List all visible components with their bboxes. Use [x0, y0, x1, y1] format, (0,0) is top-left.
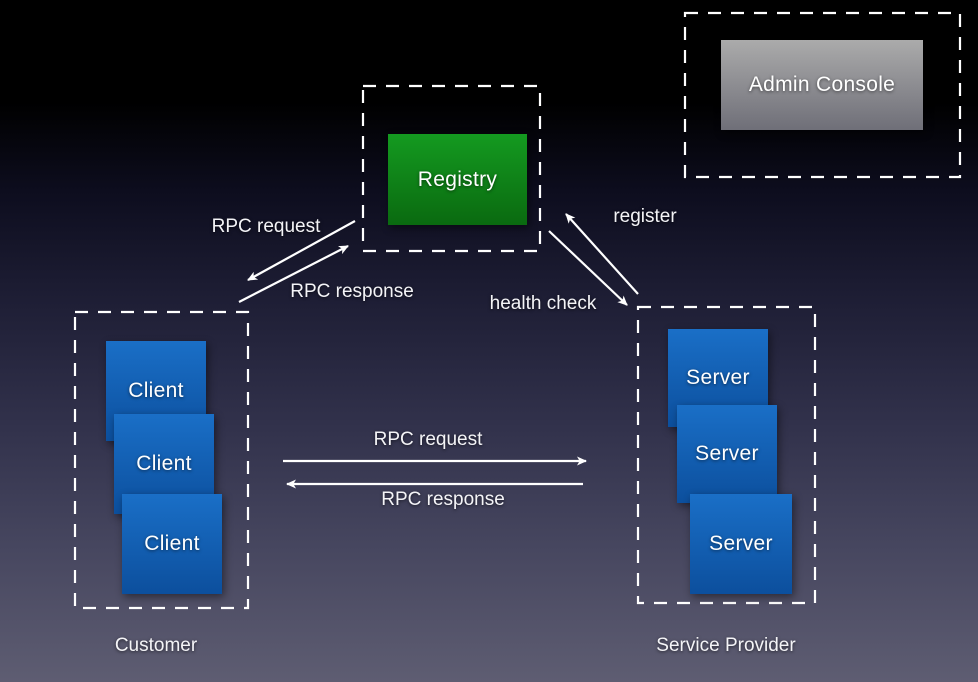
customer-frame	[73, 310, 250, 610]
admin-console-frame	[683, 11, 962, 179]
registry-node: Registry	[388, 134, 527, 225]
service-provider-frame	[636, 305, 817, 605]
registry-frame	[361, 84, 542, 253]
server-node-3: Server	[690, 494, 792, 594]
arrow-health-check-registry-to-server	[548, 230, 628, 306]
edge-label-rpc-request-mid: RPC request	[373, 429, 483, 450]
customer-group-label: Customer	[114, 635, 198, 656]
server-node-2: Server	[677, 405, 777, 503]
client-node-3: Client	[122, 494, 222, 594]
edge-label-health-check: health check	[489, 293, 597, 314]
arrow-register-server-to-registry	[565, 213, 639, 295]
edge-label-rpc-response-mid: RPC response	[381, 489, 505, 510]
arrow-registry-to-client	[247, 220, 356, 281]
edge-label-rpc-request-registry: RPC request	[211, 216, 321, 237]
arrow-client-to-registry	[238, 245, 349, 303]
edge-label-register: register	[613, 206, 677, 227]
admin-console-node: Admin Console	[721, 40, 923, 130]
service-provider-group-label: Service Provider	[656, 635, 796, 656]
edge-label-rpc-response-registry: RPC response	[290, 281, 414, 302]
